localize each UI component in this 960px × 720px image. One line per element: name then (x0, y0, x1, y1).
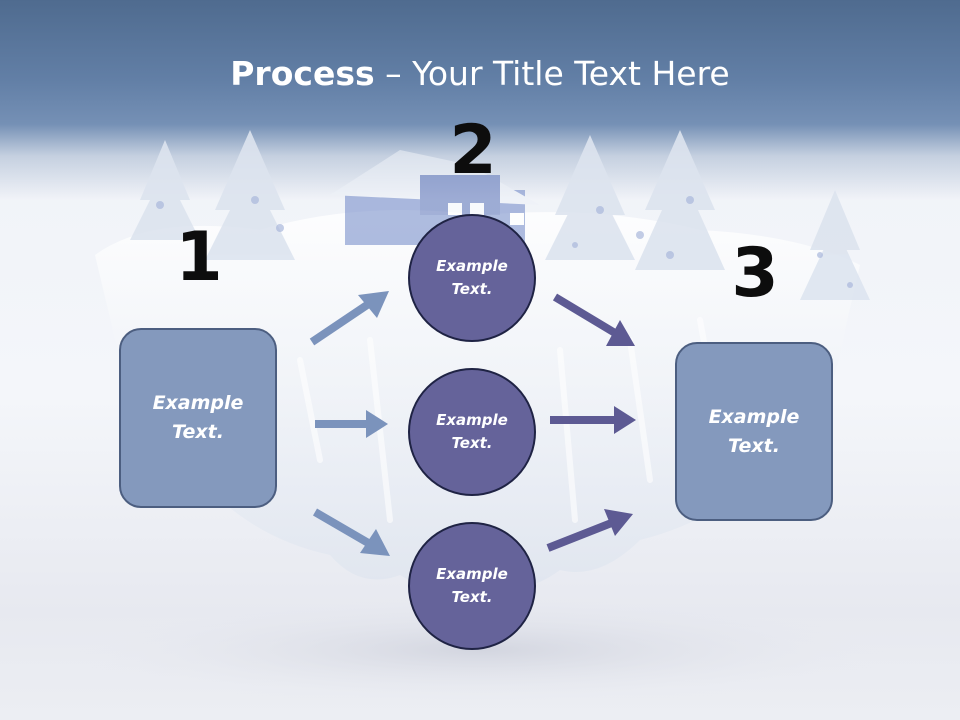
arrow-to-top-circle (309, 291, 389, 346)
circle-middle-text: Example Text. (436, 411, 508, 452)
circle-bottom: Example Text. (408, 522, 536, 650)
arrow-to-middle-circle (315, 410, 388, 438)
arrow-from-middle-circle (550, 406, 636, 434)
circle-top-text: Example Text. (436, 257, 508, 298)
arrow-from-bottom-circle (546, 509, 633, 552)
step-number-2: 2 (449, 111, 497, 190)
step-1-text: Example Text. (152, 392, 244, 443)
step-number-3: 3 (731, 234, 779, 313)
arrow-to-bottom-circle (312, 508, 390, 556)
step-number-1: 1 (175, 218, 223, 297)
step-3-box: Example Text. (675, 342, 833, 521)
arrow-from-top-circle (552, 293, 635, 346)
slide-title: Process – Your Title Text Here (0, 52, 960, 96)
circle-top: Example Text. (408, 214, 536, 342)
circle-middle: Example Text. (408, 368, 536, 496)
title-rest: – Your Title Text Here (374, 54, 730, 93)
step-3-text: Example Text. (708, 405, 800, 457)
circle-bottom-text: Example Text. (436, 565, 508, 606)
title-bold: Process (230, 54, 375, 93)
step-1-box: Example Text. (119, 328, 277, 508)
